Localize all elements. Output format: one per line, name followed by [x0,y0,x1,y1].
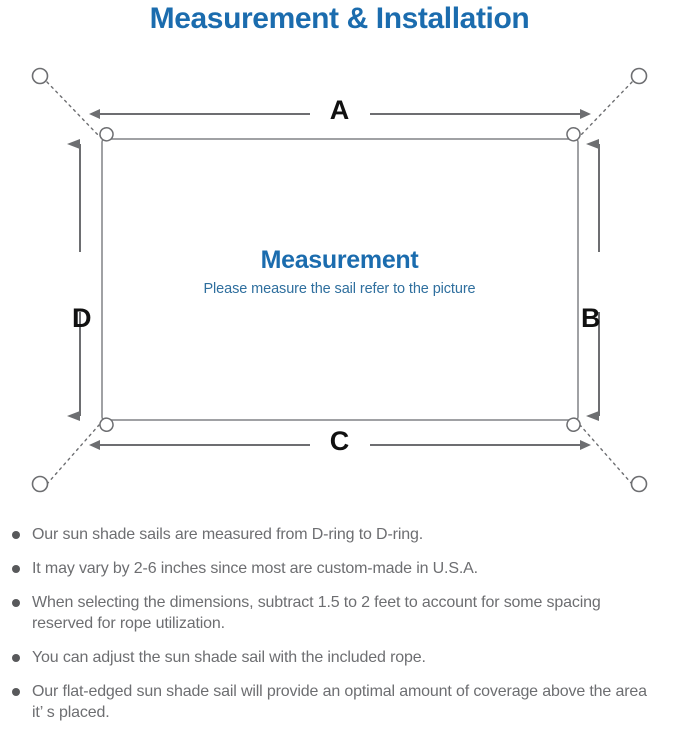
anchor-point-top-left [31,67,49,85]
page-title: Measurement & Installation [149,2,530,35]
list-item: Our flat-edged sun shade sail will provi… [0,681,679,723]
d-ring-bottom-left [99,417,114,432]
dimension-label-a: A [329,95,350,125]
anchor-points [31,67,648,493]
anchor-point-bottom-right [630,475,648,493]
list-item: It may vary by 2-6 inches since most are… [0,558,679,579]
anchor-point-bottom-left [31,475,49,493]
d-rings [99,127,581,432]
bullet-icon [12,531,20,539]
list-item: When selecting the dimensions, subtract … [0,592,679,634]
rope-top-left [46,81,100,137]
sail-rectangle [101,138,579,421]
d-ring-top-left [99,127,114,142]
note-text: When selecting the dimensions, subtract … [32,594,601,632]
anchor-point-top-right [630,67,648,85]
rope-lines [46,81,633,485]
list-item: Our sun shade sails are measured from D-… [0,524,679,545]
dimension-label-c: C [329,426,350,456]
bullet-icon [12,654,20,662]
note-text: Our flat-edged sun shade sail will provi… [32,683,647,721]
rope-top-right [579,81,633,137]
measurement-diagram: A B C D Measurement Please measure the s… [0,44,679,522]
rope-bottom-right [579,424,633,485]
bullet-icon [12,688,20,696]
diagram-svg [31,67,648,493]
bullet-icon [12,599,20,607]
note-text: You can adjust the sun shade sail with t… [32,649,426,666]
bullet-icon [12,565,20,573]
dimension-label-d: D [72,303,92,333]
list-item: You can adjust the sun shade sail with t… [0,647,679,668]
note-text: It may vary by 2-6 inches since most are… [32,560,478,577]
d-ring-top-right [566,127,581,142]
note-text: Our sun shade sails are measured from D-… [32,526,424,543]
dimension-label-b: B [581,303,601,333]
rope-bottom-left [46,424,100,485]
dimension-arrows [67,109,600,450]
notes-list: Our sun shade sails are measured from D-… [0,524,679,736]
d-ring-bottom-right [566,417,581,432]
